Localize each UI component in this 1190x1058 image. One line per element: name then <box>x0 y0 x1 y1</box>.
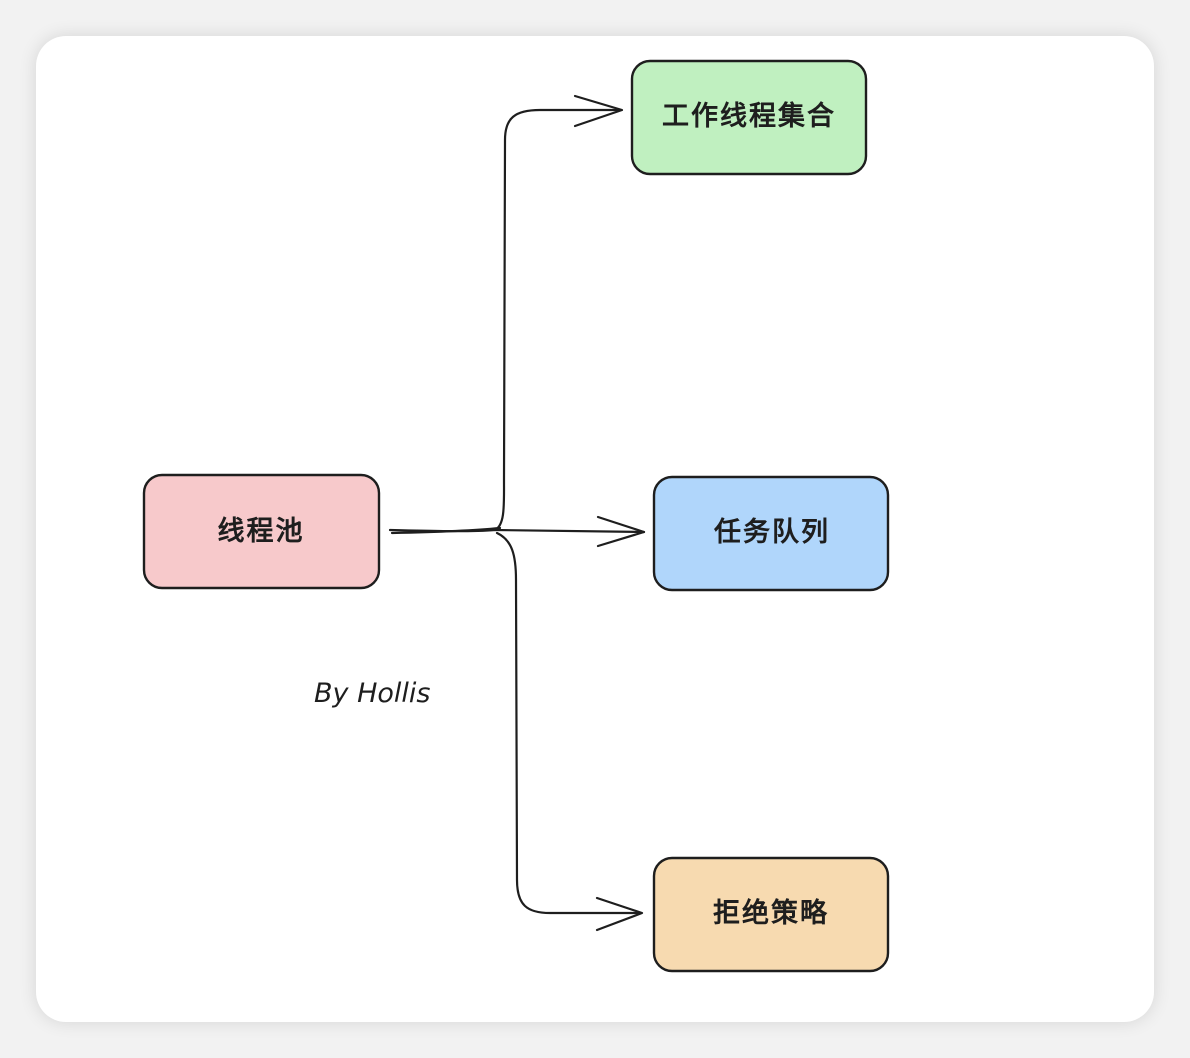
node-task-queue-label: 任务队列 <box>713 517 830 548</box>
node-worker-set-box <box>630 59 868 176</box>
edge-to-reject-policy <box>495 531 642 915</box>
edge-to-worker-set <box>493 108 622 532</box>
node-reject-policy-box <box>652 856 890 973</box>
node-thread-pool[interactable]: 线程池 <box>142 473 381 590</box>
node-worker-set-label: 工作线程集合 <box>662 100 836 132</box>
arrowhead-worker-set <box>573 94 624 128</box>
arrowhead-task-queue <box>596 515 646 548</box>
arrowhead-reject-policy <box>595 896 644 932</box>
node-reject-policy[interactable]: 拒绝策略 <box>652 856 890 973</box>
edge-root-trunk-2 <box>390 526 502 535</box>
edges <box>388 94 646 932</box>
author-caption: By Hollis <box>314 678 430 709</box>
node-thread-pool-box <box>142 473 381 590</box>
node-thread-pool-label: 线程池 <box>218 516 305 547</box>
edge-to-task-queue <box>493 528 646 534</box>
node-reject-policy-label: 拒绝策略 <box>713 897 829 929</box>
node-worker-set[interactable]: 工作线程集合 <box>630 59 868 176</box>
node-task-queue-box <box>652 475 890 592</box>
node-task-queue[interactable]: 任务队列 <box>652 475 890 592</box>
